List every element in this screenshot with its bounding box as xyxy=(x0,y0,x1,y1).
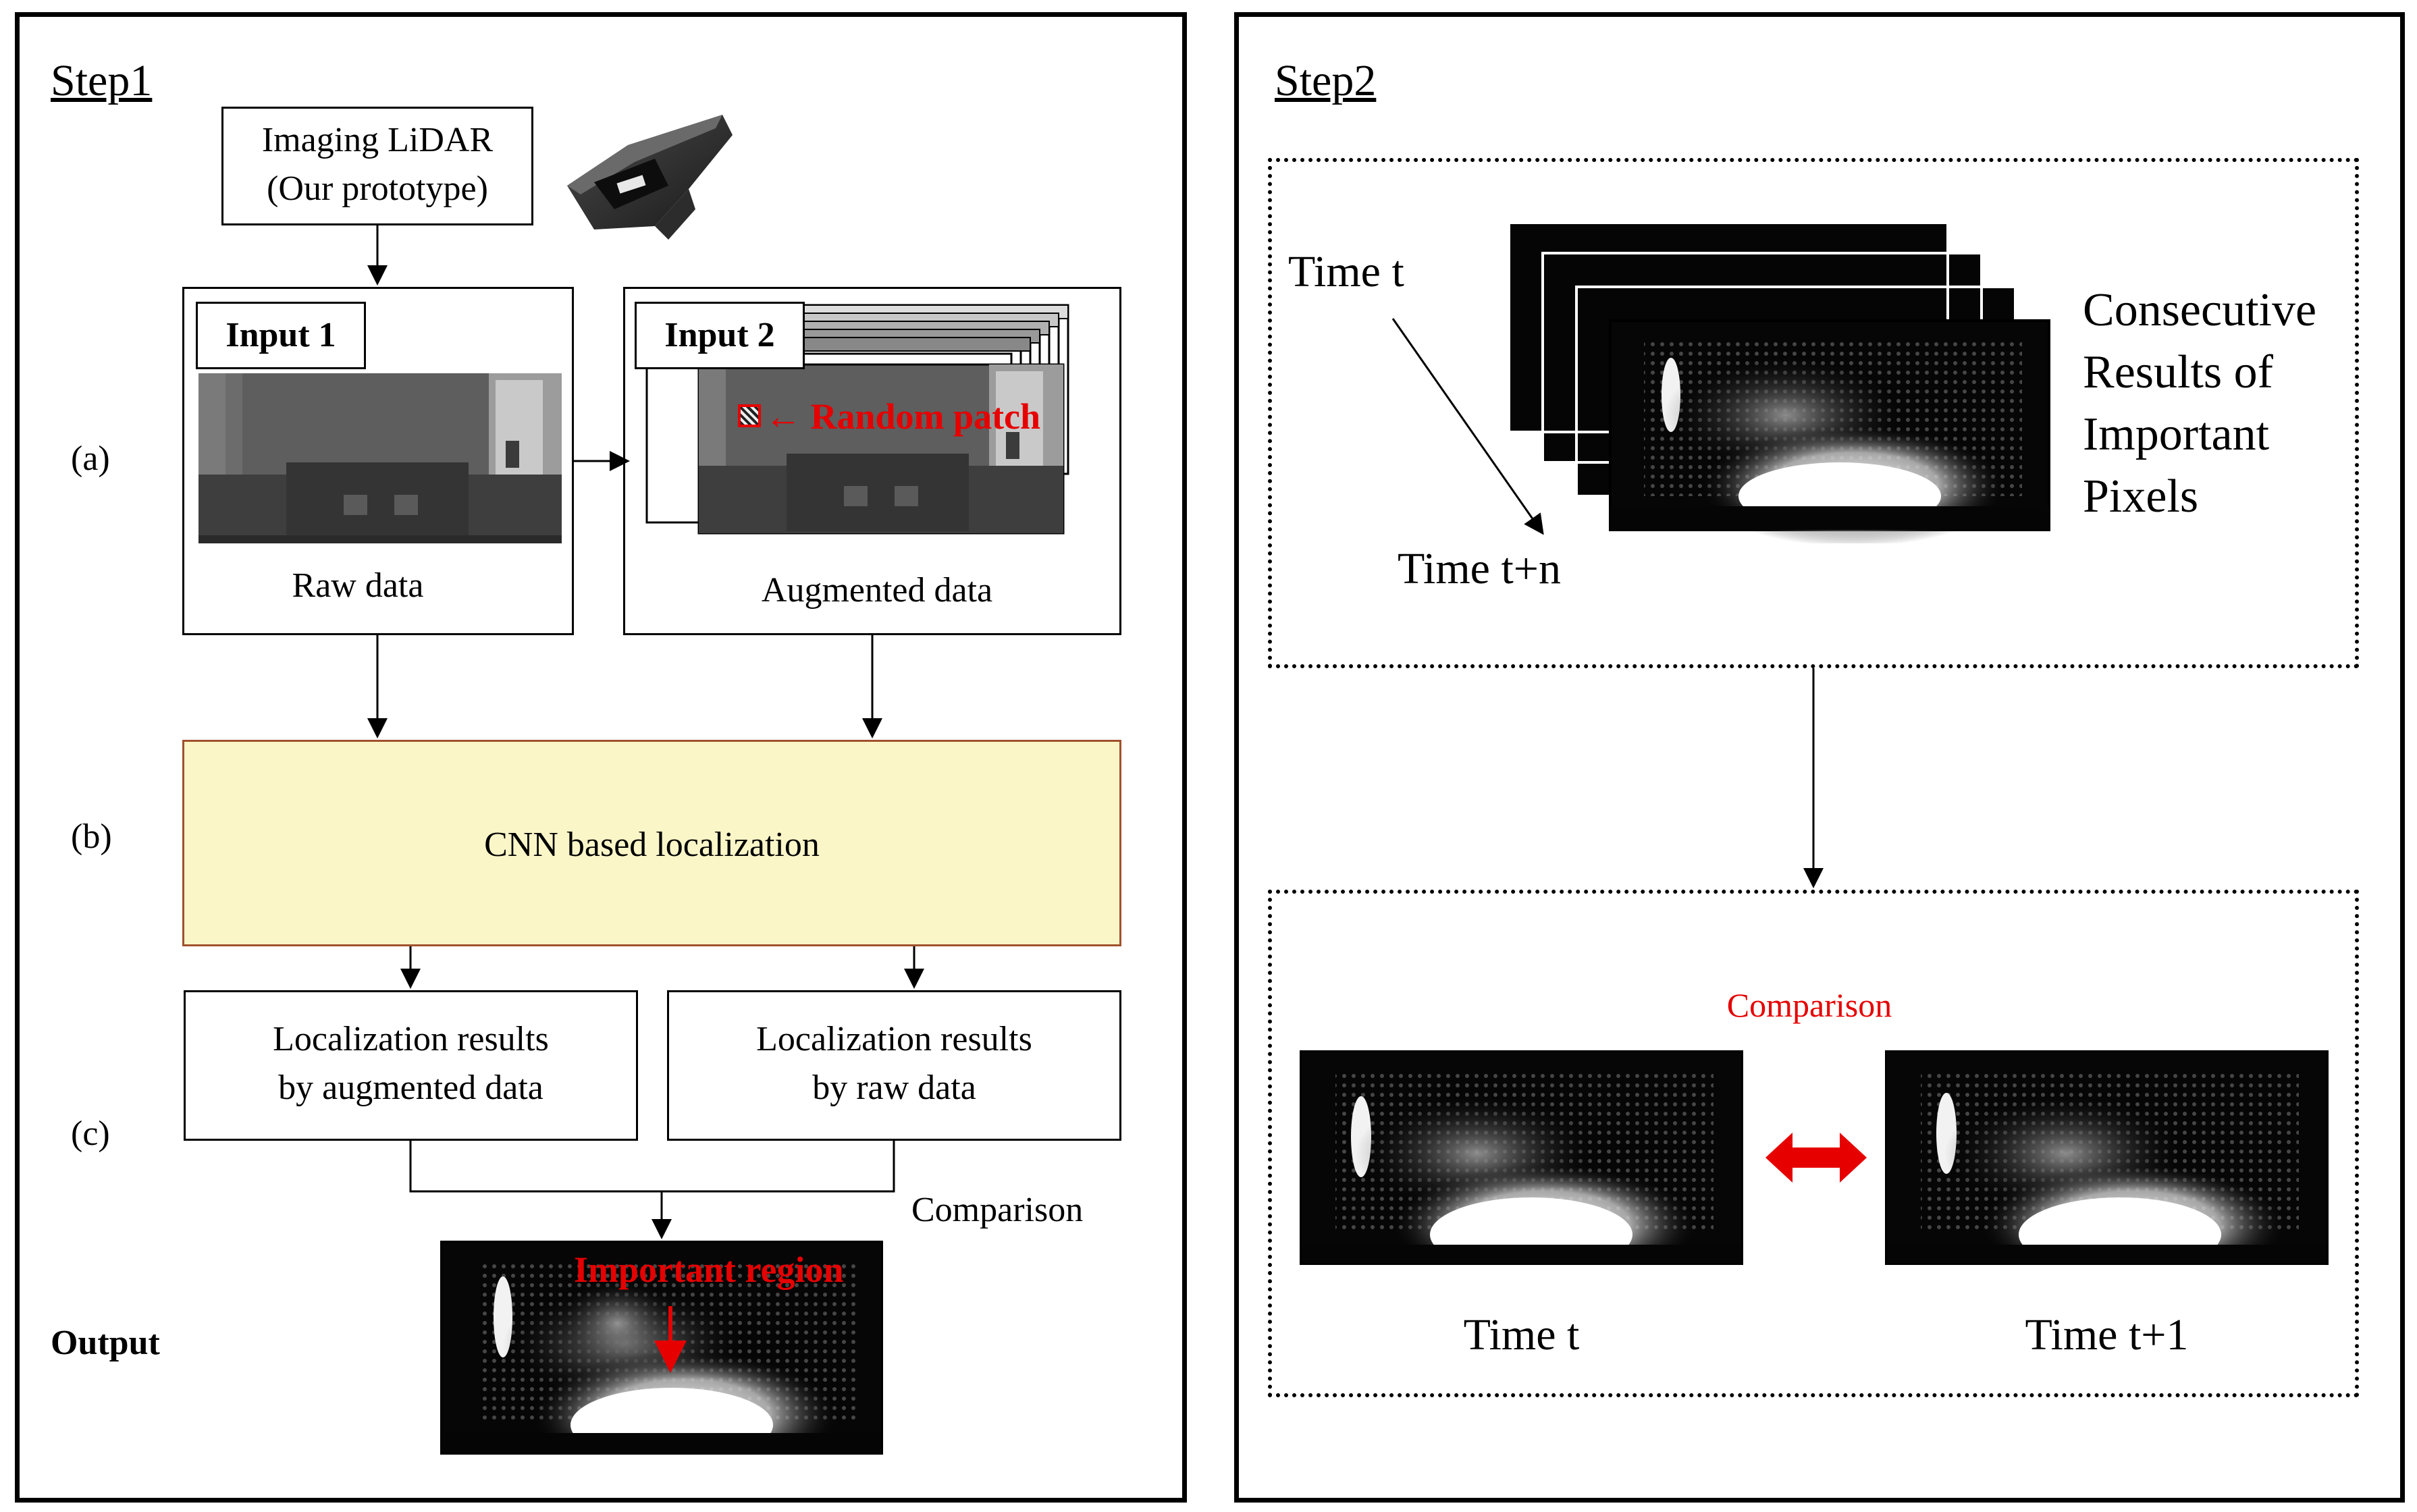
input1-title: Input 1 xyxy=(225,316,336,354)
step2-top-dashed-box xyxy=(1268,158,2359,668)
row-label-a: (a) xyxy=(71,439,110,478)
consecutive-frames-stack xyxy=(1508,221,2050,543)
result-raw-line2: by raw data xyxy=(812,1069,976,1107)
comparison-double-arrow-icon xyxy=(1765,1133,1867,1183)
result-raw-line1: Localization results xyxy=(756,1020,1032,1058)
step2-title: Step2 xyxy=(1275,56,1377,105)
heatmap-time-t xyxy=(1300,1050,1743,1265)
heatmap-time-t1 xyxy=(1885,1050,2329,1265)
lidar-device-icon xyxy=(567,115,733,240)
result-raw-box xyxy=(667,990,1121,1141)
lidar-label-line1: Imaging LiDAR xyxy=(261,121,494,159)
step1-title: Step1 xyxy=(51,56,153,105)
input2-caption: Augmented data xyxy=(761,571,993,610)
row-label-c: (c) xyxy=(71,1114,110,1153)
input2-title-box xyxy=(635,302,805,369)
input1-caption: Raw data xyxy=(292,566,424,605)
lidar-label-line2: (Our prototype) xyxy=(267,169,488,208)
cnn-localization-box xyxy=(182,740,1121,946)
bottom-time-t-label: Time t xyxy=(1463,1310,1580,1359)
step2-bottom-dashed-box xyxy=(1268,890,2359,1397)
bottom-time-t1-label: Time t+1 xyxy=(2025,1310,2189,1359)
input2-title: Input 2 xyxy=(664,316,775,354)
consecutive-line2: Results of xyxy=(2083,346,2273,398)
consecutive-line4: Pixels xyxy=(2083,470,2199,522)
result-augmented-line2: by augmented data xyxy=(278,1069,543,1107)
consecutive-line3: Important xyxy=(2083,408,2270,460)
cnn-localization-label: CNN based localization xyxy=(484,826,820,864)
step1-comparison-label: Comparison xyxy=(911,1191,1084,1229)
lidar-label-box xyxy=(221,107,533,225)
random-patch-label: ← Random patch xyxy=(765,396,1041,437)
output-label: Output xyxy=(51,1324,160,1362)
step2-comparison-label: Comparison xyxy=(1726,986,1892,1024)
input1-title-box xyxy=(196,302,366,369)
raw-depth-image xyxy=(198,373,562,543)
row-label-b: (b) xyxy=(71,817,112,856)
consecutive-line1: Consecutive xyxy=(2083,284,2317,336)
step2-time-t-label: Time t xyxy=(1288,247,1404,296)
result-augmented-line1: Localization results xyxy=(273,1020,549,1058)
step2-time-tn-label: Time t+n xyxy=(1398,544,1562,593)
random-patch-marker xyxy=(738,404,761,427)
important-region-label: Important region xyxy=(574,1249,844,1290)
result-augmented-box xyxy=(184,990,638,1141)
